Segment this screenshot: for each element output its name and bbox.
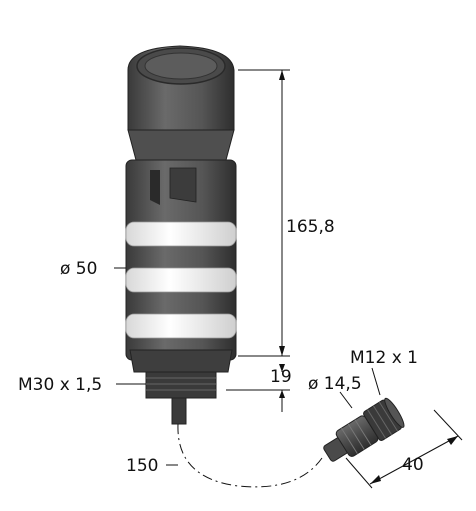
tower-slot <box>150 170 160 205</box>
cable-length-dimension: 150 <box>126 456 178 476</box>
m12-connector <box>323 397 405 462</box>
thread-section <box>145 371 217 399</box>
signal-tower <box>125 45 237 425</box>
diameter-dimension: ø 50 <box>60 259 126 279</box>
connector-length-label: 40 <box>402 455 424 475</box>
thread-dimension: M30 x 1,5 <box>18 375 146 395</box>
connector-diameter-dimension: ø 14,5 <box>308 374 362 409</box>
cable-stub <box>171 397 187 425</box>
height-dimension: 165,8 <box>238 69 335 357</box>
cable-line <box>177 423 323 488</box>
height-label: 165,8 <box>286 217 335 237</box>
connector-thread-dimension: M12 x 1 <box>350 348 418 396</box>
connector-length-dimension: 40 <box>345 409 463 489</box>
connector-thread-label: M12 x 1 <box>350 348 418 368</box>
connector-diameter-label: ø 14,5 <box>308 374 362 394</box>
tower-ring-2 <box>125 267 237 293</box>
diameter-label: ø 50 <box>60 259 97 279</box>
thread-length-dimension: 19 <box>226 364 292 412</box>
thread-label: M30 x 1,5 <box>18 375 102 395</box>
tower-neck <box>127 129 235 161</box>
cable-length-label: 150 <box>126 456 158 476</box>
tower-ring-3 <box>125 313 237 339</box>
tower-base <box>129 349 233 373</box>
thread-length-label: 19 <box>270 367 292 387</box>
tower-ring-1 <box>125 221 237 247</box>
